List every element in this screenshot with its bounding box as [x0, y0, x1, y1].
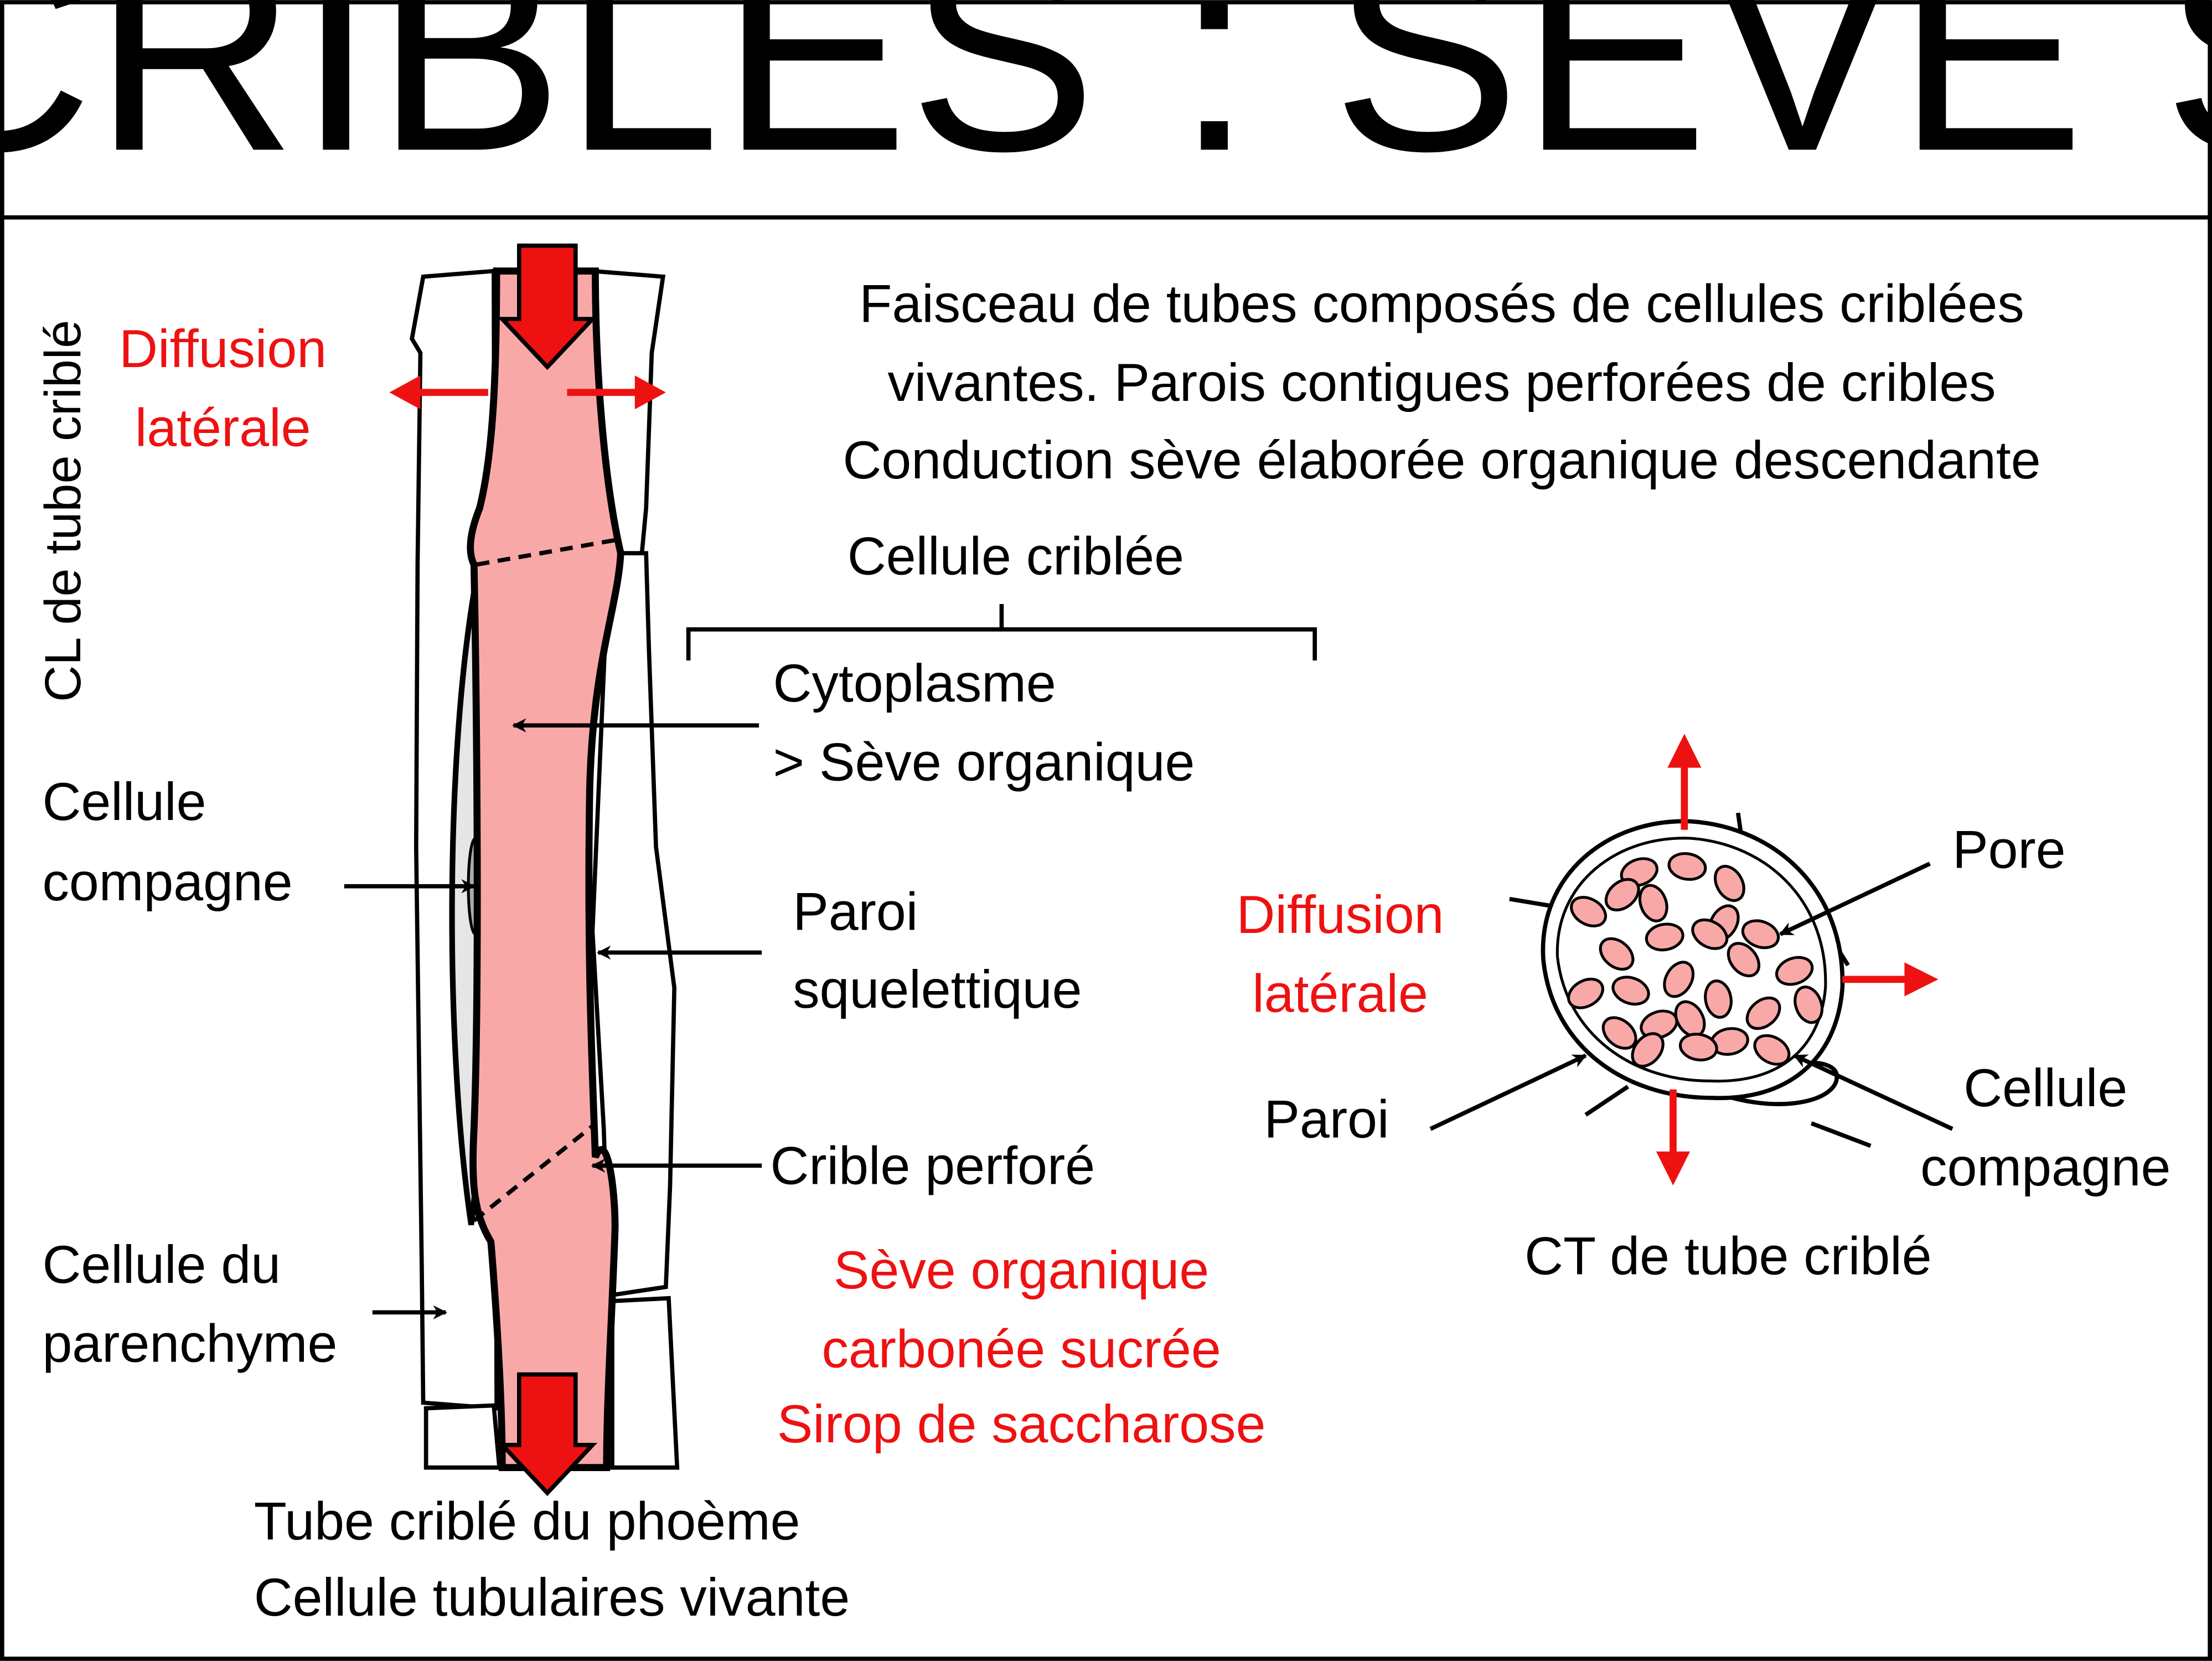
sieve-plate-lower — [472, 1124, 594, 1222]
lateral-diffusion-arrows — [389, 375, 666, 410]
sap-line2: carbonée sucrée — [821, 1319, 1221, 1379]
cytoplasm-label-line1: Cytoplasme — [773, 653, 1056, 713]
parenchyma-cell-right-bottom — [610, 1296, 680, 1470]
parenchyma-cell-left-bottom — [423, 1403, 502, 1470]
description-line3: Conduction sève élaborée organique desce… — [843, 430, 2040, 490]
sieve-tube — [467, 267, 624, 1472]
sap-line1: Sève organique — [834, 1240, 1209, 1300]
pore — [1714, 865, 1745, 902]
companion-label-line1: Cellule — [42, 771, 206, 832]
cytoplasm-label-line2: > Sève organique — [773, 732, 1195, 792]
wall-label-line1: Paroi — [793, 881, 918, 942]
flow-arrow-top — [497, 243, 598, 370]
companion-label-line2: compagne — [42, 852, 292, 912]
pore — [1775, 956, 1814, 986]
pore — [1727, 942, 1761, 978]
pore — [1599, 937, 1635, 971]
bottom-caption-line2: Cellule tubulaires vivante — [254, 1567, 850, 1627]
arrow-cross-companion — [1793, 1054, 1953, 1131]
cross-section — [1429, 734, 1953, 1185]
sieve-plate-upper — [476, 537, 621, 567]
cross-section-caption: CT de tube criblé — [1524, 1225, 1932, 1286]
arrow-cross-wall — [1429, 1054, 1587, 1131]
pore — [1745, 996, 1781, 1030]
diffusion-label-line2: latérale — [135, 398, 311, 458]
pore — [1638, 884, 1668, 922]
pore — [1753, 1034, 1791, 1066]
pore — [1691, 918, 1729, 950]
pore — [1604, 878, 1640, 912]
pore — [1667, 852, 1707, 881]
wall-label-line2: squelettique — [793, 959, 1082, 1019]
pore — [1611, 976, 1650, 1006]
arrow-pore — [1779, 862, 1931, 936]
flow-arrow-bottom — [497, 1372, 598, 1497]
pore — [1645, 922, 1684, 952]
description-line2: vivantes. Parois contigues perforées de … — [887, 352, 1996, 412]
longitudinal-section — [344, 243, 1317, 1497]
cross-companion-line2: compagne — [1920, 1137, 2170, 1197]
pore — [1663, 961, 1695, 998]
cross-diffusion-line1: Diffusion — [1237, 884, 1444, 945]
pore — [1704, 979, 1733, 1019]
cross-diffusion-arrows — [1656, 734, 1939, 1185]
sieve-cell-bracket — [686, 603, 1317, 661]
parenchyma-label-line1: Cellule du — [42, 1234, 281, 1294]
pore — [1570, 896, 1608, 927]
vertical-label: CL de tube criblé — [35, 320, 91, 702]
pore — [1678, 1033, 1718, 1062]
pore — [1567, 977, 1604, 1009]
pore-label: Pore — [1952, 819, 2066, 880]
pore — [1741, 919, 1780, 950]
bottom-caption-line1: Tube criblé du phoème — [254, 1491, 800, 1551]
cross-companion-line1: Cellule — [1963, 1058, 2127, 1118]
cross-diffusion-line2: latérale — [1252, 963, 1428, 1023]
cross-wall-label: Paroi — [1264, 1089, 1389, 1149]
sieve-plate-label: Crible perforé — [770, 1135, 1095, 1195]
page-title: TUBES CRIBLES : SEVE SUCREE — [0, 0, 2212, 210]
pore-group — [1567, 852, 1824, 1068]
parenchyma-label-line2: parenchyme — [42, 1313, 337, 1373]
pore — [1601, 1016, 1637, 1050]
diffusion-label-line1: Diffusion — [119, 318, 327, 379]
description-line1: Faisceau de tubes composés de cellules c… — [859, 273, 2024, 333]
pore — [1631, 1032, 1665, 1068]
parenchyma-cell-right-mid — [590, 551, 676, 1298]
sieve-cell-label: Cellule criblée — [847, 525, 1184, 586]
pore — [1794, 986, 1824, 1024]
sap-line3: Sirop de saccharose — [777, 1394, 1266, 1454]
